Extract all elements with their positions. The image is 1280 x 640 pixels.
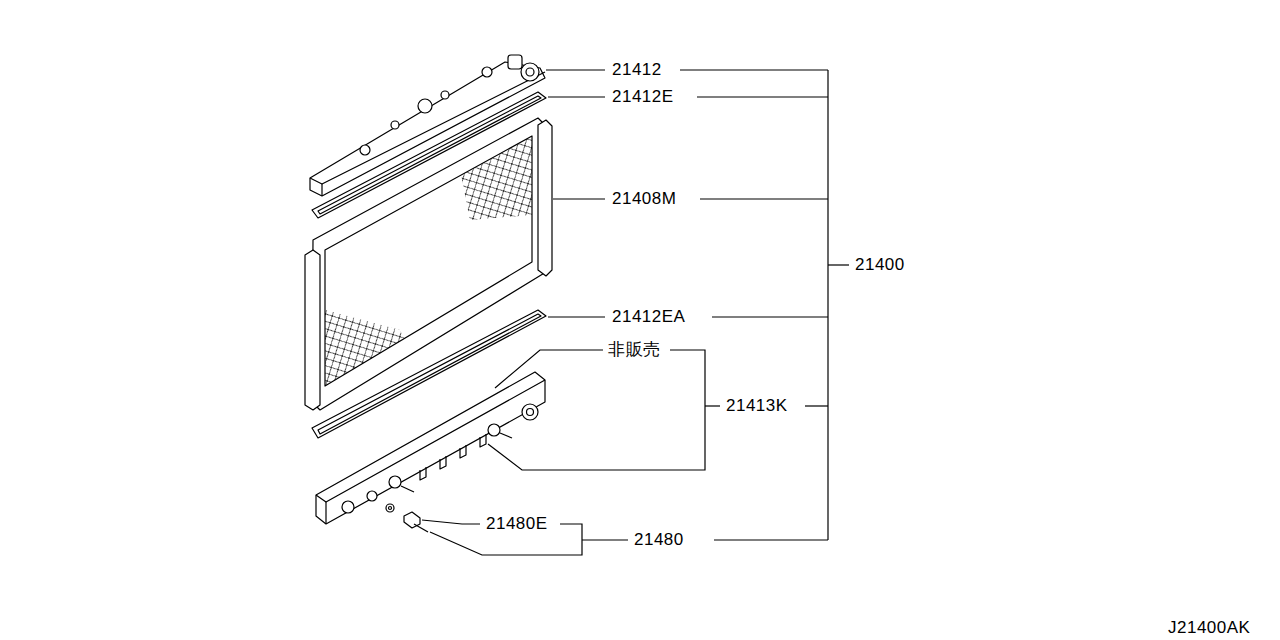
lower-tank (316, 372, 545, 524)
drawing-code: J21400AK (1166, 618, 1252, 638)
callout-number: 21413K (724, 396, 790, 416)
callout-number: 21408M (610, 189, 678, 209)
radiator-core (312, 118, 546, 410)
callout-number: 21400 (853, 255, 907, 275)
leader-lines (422, 70, 849, 555)
callout-number: 21412EA (610, 307, 687, 327)
callout-number: 21480 (632, 530, 686, 550)
callout-number: 21412E (610, 87, 676, 107)
callout-number: 21412 (610, 60, 664, 80)
callout-number: 21480E (484, 514, 550, 534)
note-label: 非販売 (606, 340, 663, 360)
